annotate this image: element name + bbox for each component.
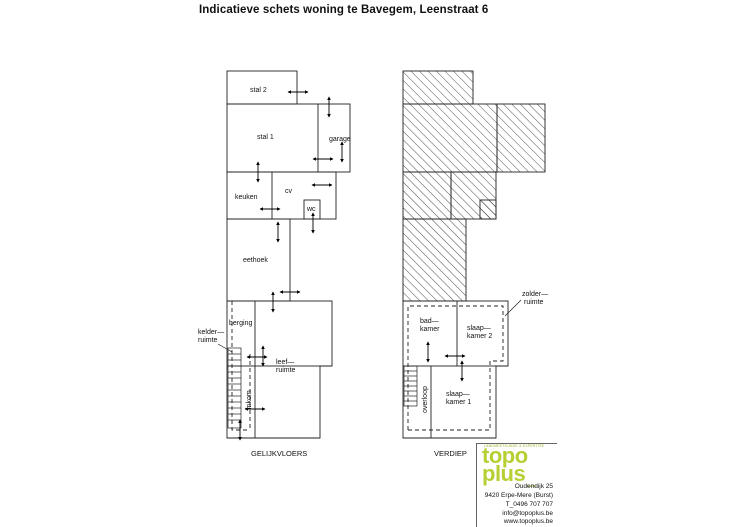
- ground-floor-labels: stal 2 stal 1 garage keuken cv wc eethoe…: [198, 87, 351, 458]
- hatched-eethoek: [402, 218, 467, 302]
- contact-address1: Oudendijk 25: [514, 483, 553, 490]
- label-keuken: keuken: [235, 194, 258, 201]
- stairs-ground-floor: [227, 347, 242, 429]
- ground-floor-plan: [226, 70, 351, 439]
- zolder-leader-line: [504, 299, 522, 317]
- label-cv: cv: [285, 188, 293, 195]
- contact-web: www.topoplus.be: [503, 518, 553, 525]
- room-leefruimte-top: [226, 300, 333, 367]
- label-garage: garage: [329, 136, 351, 143]
- label-kelder-2: ruimte: [198, 337, 218, 344]
- hatched-keuken: [402, 171, 452, 220]
- label-zolder-1: zolder—: [522, 291, 548, 298]
- contact-address2: 9420 Erpe-Mere (Burst): [484, 492, 553, 499]
- hatched-stal2: [402, 70, 474, 105]
- label-slaap2-1: slaap—: [467, 325, 491, 332]
- stairs-upper-floor: [403, 365, 418, 407]
- hatched-garage: [496, 103, 546, 173]
- room-upper-bottom: [402, 365, 508, 439]
- caption-verdiep: VERDIEP: [434, 449, 467, 458]
- logo-panel: [476, 443, 557, 527]
- label-eethoek: eethoek: [243, 257, 268, 264]
- label-bad-2: kamer: [420, 326, 440, 333]
- zolder-dashed-outline: [407, 305, 504, 431]
- caption-gelijkvloers: GELIJKVLOERS: [251, 449, 307, 458]
- hatched-stal1: [402, 103, 498, 173]
- upper-floor-labels: bad— kamer slaap— kamer 2 slaap— kamer 1…: [420, 291, 548, 458]
- label-wc: wc: [306, 206, 316, 213]
- label-stal1: stal 1: [257, 134, 274, 141]
- kelder-leader-line: [217, 343, 233, 353]
- label-inkom: inkom: [246, 390, 253, 409]
- label-kelder-1: kelder—: [198, 329, 224, 336]
- hatched-wc: [479, 199, 497, 220]
- label-stal2: stal 2: [250, 87, 267, 94]
- logo-word-plus: plus: [482, 461, 526, 486]
- kelder-dashed-outline: [231, 301, 250, 431]
- contact-email: info@topoplus.be: [502, 510, 553, 517]
- label-leef-1: leef—: [276, 359, 294, 366]
- label-zolder-2: ruimte: [524, 299, 544, 306]
- label-slaap2-2: kamer 2: [467, 333, 492, 340]
- logo-word-topo: topo: [482, 443, 528, 468]
- label-slaap1-1: slaap—: [446, 391, 470, 398]
- page-title: Indicatieve schets woning te Bavegem, Le…: [199, 4, 489, 16]
- contact-phone: T_0496 707 707: [505, 501, 553, 508]
- room-upper-top: [402, 300, 509, 367]
- label-leef-2: ruimte: [276, 367, 296, 374]
- logo-tagline: LANDMEETKUNDE & EXPERTISE: [484, 444, 545, 448]
- door-arrows-ground: [238, 90, 344, 441]
- room-leefruimte-bottom: [226, 365, 332, 439]
- upper-floor-plan: [402, 70, 546, 439]
- door-arrows-upper: [426, 341, 466, 382]
- label-overloop: overloop: [422, 386, 429, 413]
- label-bad-1: bad—: [420, 318, 439, 325]
- label-slaap1-2: kamer 1: [446, 399, 471, 406]
- logo-sub: BVBA: [527, 484, 537, 488]
- label-berging: berging: [229, 320, 252, 327]
